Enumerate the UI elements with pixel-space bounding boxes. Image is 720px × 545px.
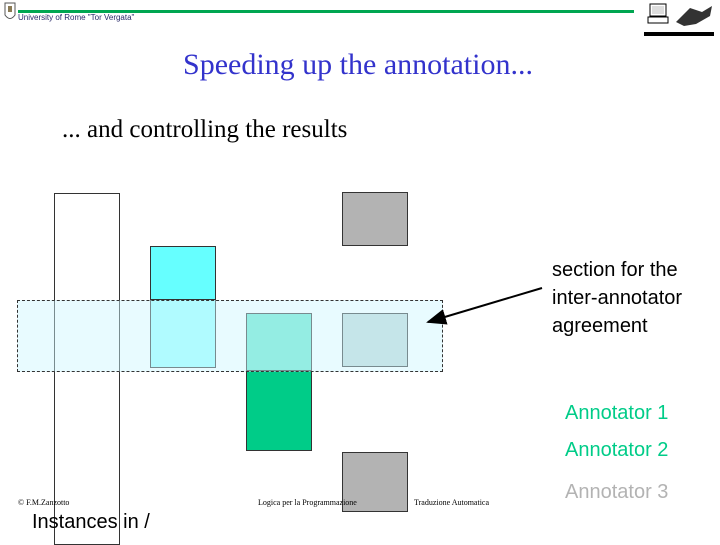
footer-author: © F.M.Zanzotto — [18, 498, 70, 507]
annotator-3-section-bottom — [342, 452, 408, 512]
footer-course-left: Logica per la Programmazione — [258, 498, 357, 507]
callout-line-1: section for the — [552, 259, 678, 281]
annotator-2-section-overlap — [246, 313, 312, 371]
slide-subtitle: ... and controlling the results — [62, 116, 348, 143]
university-crest-icon — [4, 2, 16, 19]
slide-title: Speeding up the annotation... — [183, 48, 533, 81]
university-name: University of Rome "Tor Vergata" — [18, 13, 135, 22]
legend-annotator-1: Annotator 1 — [565, 402, 669, 424]
annotator-1-section-top — [150, 246, 216, 300]
lab-computer-logo-icon — [644, 3, 714, 36]
legend-annotator-2: Annotator 2 — [565, 439, 669, 461]
footer-course-right: Traduzione Automatica — [414, 498, 490, 507]
legend-annotator-3: Annotator 3 — [565, 481, 669, 503]
annotator-1-section-overlap — [150, 300, 216, 368]
callout-line-2: inter-annotator — [552, 287, 683, 309]
callout-line-3: agreement — [552, 315, 648, 337]
annotator-2-section-bottom — [246, 371, 312, 451]
instances-label: Instances in / — [32, 511, 150, 533]
agreement-callout: section for the inter-annotator agreemen… — [552, 256, 682, 340]
annotator-3-section-overlap — [342, 313, 408, 367]
inter-annotator-agreement-band — [17, 300, 443, 372]
annotator-3-section-top — [342, 192, 408, 246]
instances-column — [54, 193, 120, 545]
header-accent-bar — [18, 10, 634, 13]
